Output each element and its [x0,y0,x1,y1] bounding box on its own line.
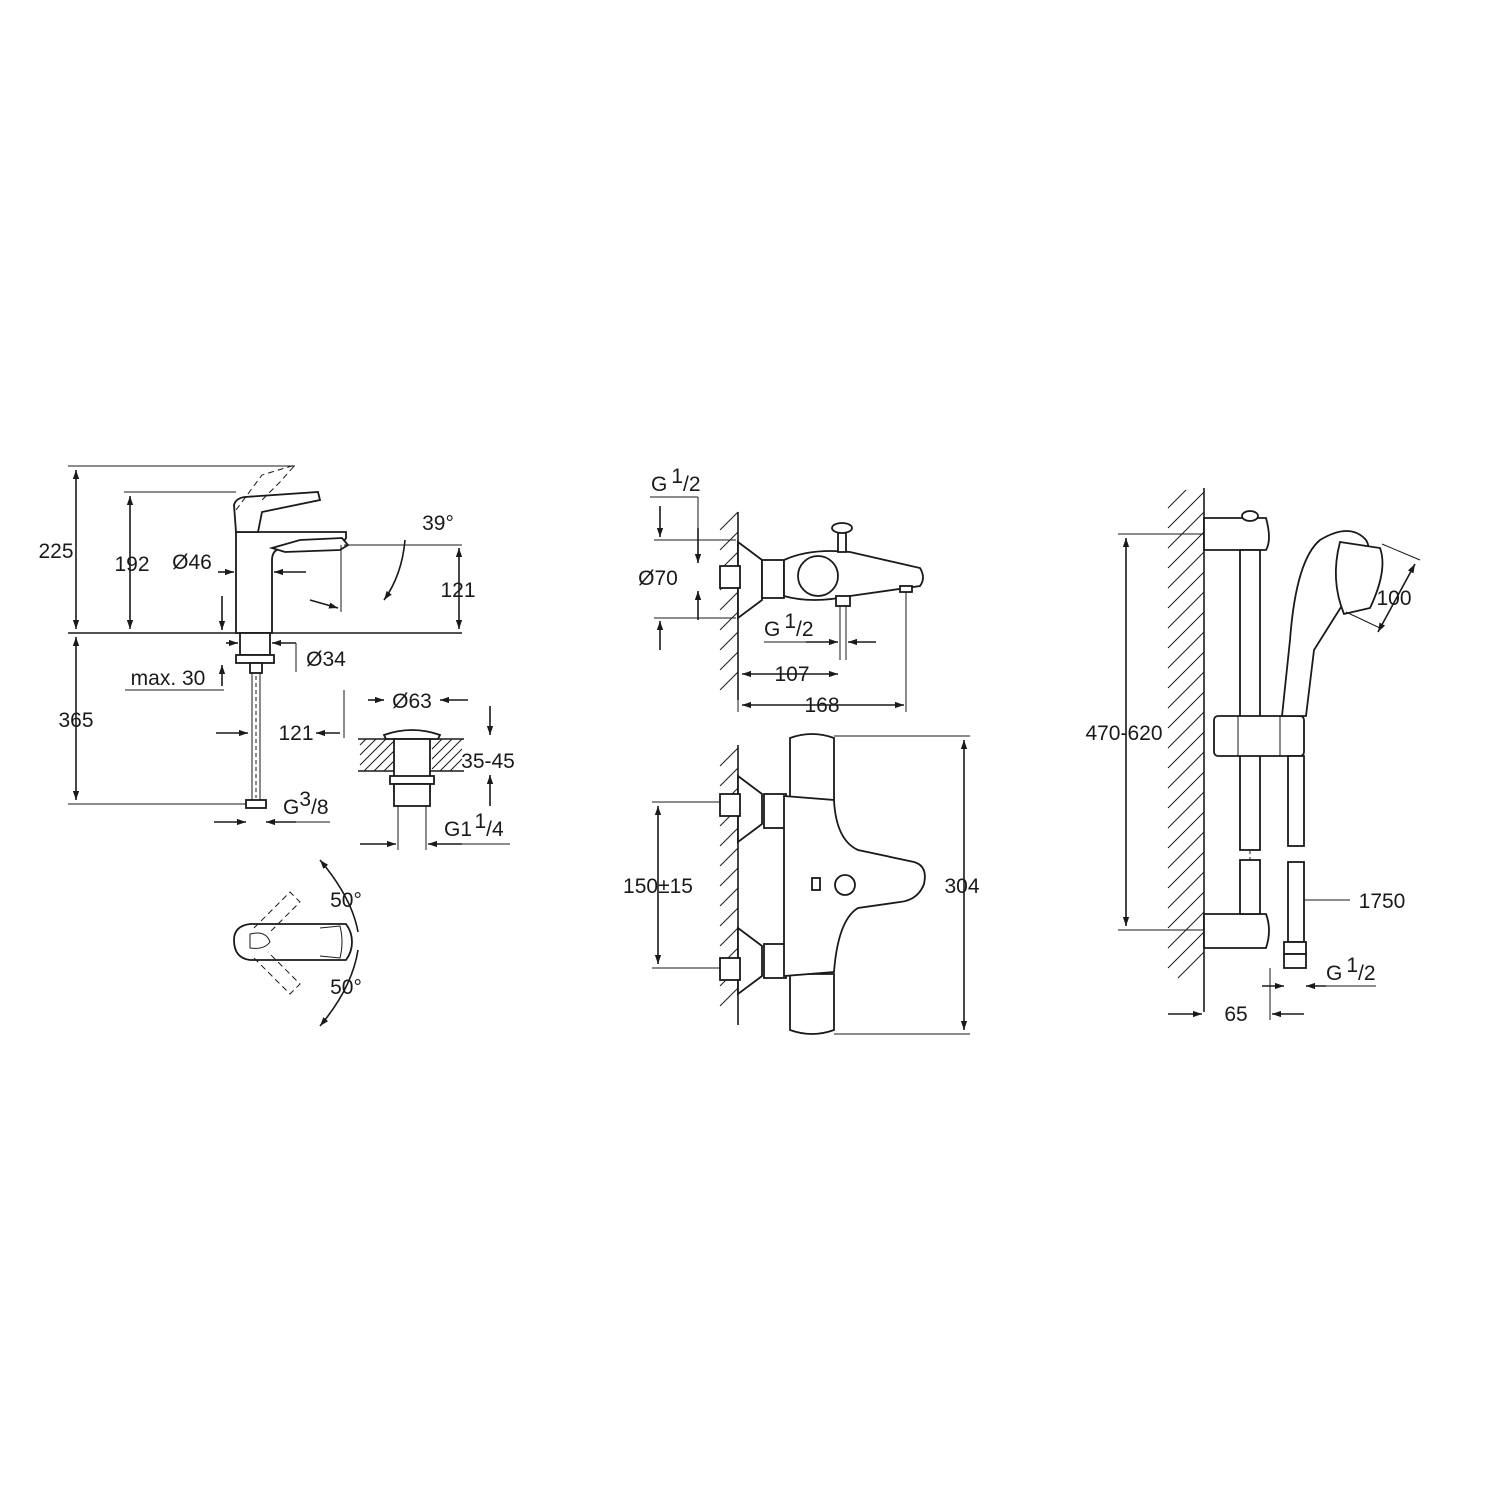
bath-thermostat-front-view: 150±15 304 [623,733,980,1035]
dim-35-45: 35-45 [461,750,515,773]
dim-168: 168 [804,694,839,717]
dim-150-15: 150±15 [623,875,693,898]
basin-mixer-top-view: 50° 50° [233,859,362,1027]
dim-470-620: 470-620 [1085,722,1162,745]
dim-365: 365 [58,709,93,732]
dim-121-reach: 121 [278,722,313,745]
dim-dia-63: Ø63 [392,690,432,713]
dim-angle-50-bottom: 50° [330,976,362,999]
dim-1750: 1750 [1359,890,1406,913]
basin-mixer-side-view: 225 192 Ø46 39° 121 Ø34 max. 30 365 [38,464,476,826]
dim-dia-34: Ø34 [306,648,346,671]
dim-angle-50-top: 50° [330,889,362,912]
dim-225: 225 [38,540,73,563]
dim-dia-70: Ø70 [638,567,678,590]
dim-107: 107 [774,663,809,686]
dim-max-30: max. 30 [131,667,206,690]
dim-dia-46: Ø46 [172,551,212,574]
dim-304: 304 [944,875,979,898]
dim-121-right: 121 [440,579,475,602]
dim-65: 65 [1224,1003,1247,1026]
dim-192: 192 [114,553,149,576]
dim-g38: G3/8 [283,788,329,819]
dim-angle-39: 39° [422,512,454,535]
dim-100: 100 [1376,587,1411,610]
